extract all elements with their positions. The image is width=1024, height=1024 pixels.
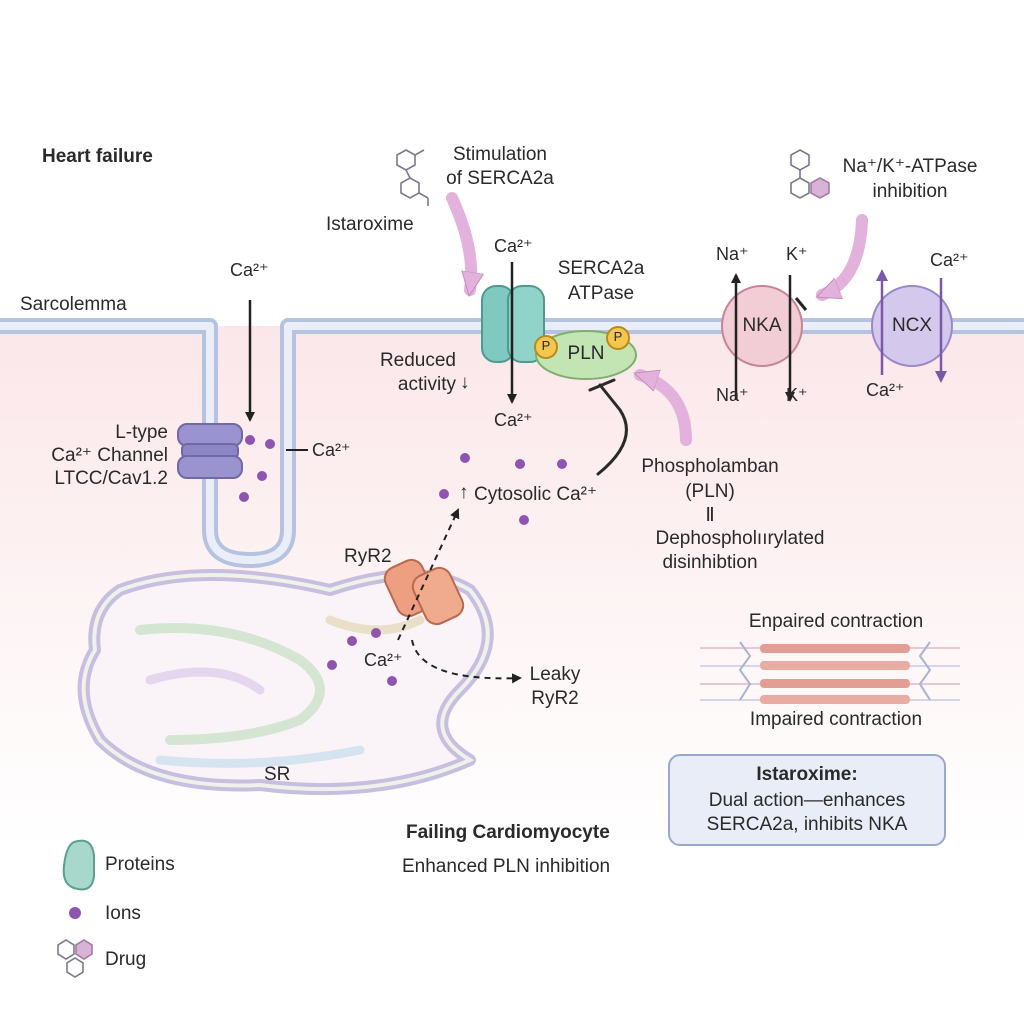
- istaroxime-nka-arrow: [822, 214, 868, 301]
- nka-inhibition-1: Na⁺/K⁺-ATPase: [842, 156, 978, 177]
- phospho-left-label: P: [541, 338, 551, 353]
- serca-label-1: SERCA2a: [557, 258, 645, 279]
- diagram-title: Heart failure: [42, 146, 153, 167]
- nka-inhibition-2: inhibition: [872, 181, 948, 202]
- box-title: Istaroxime:: [756, 764, 858, 785]
- protein-icon: [62, 839, 95, 891]
- sr-label: SR: [264, 764, 291, 785]
- ryr2-channel: [383, 558, 465, 626]
- nka-pump: [721, 285, 803, 367]
- istaroxime-summary-box: [668, 754, 946, 846]
- reduced-label-2: activity: [397, 374, 456, 395]
- legend-ions: Ions: [105, 903, 141, 924]
- contraction-bottom-label: Impaired contraction: [749, 709, 923, 730]
- pln-desc-1: Phospholamban: [641, 456, 779, 477]
- ltcc-ca-right-label: Ca²⁺: [312, 440, 351, 460]
- stimulation-label-2: of SERCA2a: [446, 168, 554, 189]
- leaky-label-1: Leaky: [529, 664, 581, 685]
- sarcolemma-label: Sarcolemma: [20, 294, 127, 315]
- serca-ca-top-label: Ca²⁺: [494, 236, 533, 256]
- ncx-ca-bottom-label: Ca²⁺: [866, 380, 905, 400]
- stimulation-label-1: Stimulation: [453, 144, 547, 165]
- cytosolic-ca-label: Cytosolic Ca²⁺: [474, 484, 597, 505]
- drug-molecule-right: [790, 149, 830, 199]
- ncx-ca-top-label: Ca²⁺: [930, 250, 969, 270]
- reduced-arrow: ↓: [460, 372, 470, 393]
- pln-desc-5: disinhibtion: [662, 552, 758, 573]
- pln-label: PLN: [567, 343, 605, 364]
- serca-ca-bottom-label: Ca²⁺: [494, 410, 533, 430]
- pln-desc-3: Ⅱ: [705, 505, 715, 526]
- leaky-label-2: RyR2: [531, 688, 579, 709]
- ion-dot-icon: [69, 907, 81, 919]
- ltcc-label-1: L-type: [115, 422, 168, 443]
- sarcomere-illustration: [700, 641, 960, 704]
- pln-inhibition-curve: [596, 383, 628, 476]
- nka-label: NKA: [742, 315, 782, 336]
- drug-molecule-icon: [57, 939, 93, 978]
- k-top-label: K⁺: [786, 244, 808, 264]
- serca-label-2: ATPase: [567, 283, 635, 304]
- phospho-right: [606, 326, 630, 350]
- ncx-label: NCX: [891, 315, 933, 336]
- cytosolic-arrow: ↑: [459, 482, 469, 503]
- pln-dephospho-arrow: [640, 369, 692, 446]
- ryr2-leak-arrow: [397, 508, 460, 641]
- pln-desc-4: Dephospholıırylated: [655, 528, 825, 549]
- istaroxime-label: Istaroxime: [326, 214, 414, 235]
- ltcc-label-3: LTCC/Cav1.2: [54, 468, 168, 489]
- contraction-top-label: Enpaired contraction: [748, 611, 924, 632]
- box-line-2: SERCA2a, inhibits NKA: [706, 814, 908, 835]
- legend-proteins: Proteins: [105, 854, 175, 875]
- cell-title: Failing Cardiomyocyte: [406, 822, 610, 843]
- phospho-right-label: P: [613, 329, 623, 344]
- sr-ca-label: Ca²⁺: [364, 650, 403, 670]
- phospho-left: [534, 335, 558, 359]
- ncx-exchanger: [871, 285, 953, 367]
- ltcc-ca-label: Ca²⁺: [230, 260, 269, 280]
- ryr2-label: RyR2: [344, 546, 392, 567]
- pln-desc-2: (PLN): [685, 481, 735, 502]
- na-bottom-label: Na⁺: [716, 385, 749, 405]
- ltcc-label-2: Ca²⁺ Channel: [51, 445, 168, 466]
- na-top-label: Na⁺: [716, 244, 749, 264]
- legend-drug: Drug: [105, 949, 147, 970]
- leaky-ryr2-arrow: [411, 639, 522, 684]
- cell-subtitle: Enhanced PLN inhibition: [402, 856, 611, 877]
- reduced-label-1: Reduced: [379, 350, 456, 371]
- ltcc-channel: [177, 423, 243, 479]
- istaroxime-serca-arrow: [446, 192, 471, 290]
- box-line-1: Dual action—enhances: [708, 790, 906, 811]
- drug-molecule-top: [396, 149, 429, 206]
- ca-ions: [239, 435, 567, 686]
- k-bottom-label: K⁺: [786, 385, 808, 405]
- nka-inhibition-bar: [794, 297, 808, 311]
